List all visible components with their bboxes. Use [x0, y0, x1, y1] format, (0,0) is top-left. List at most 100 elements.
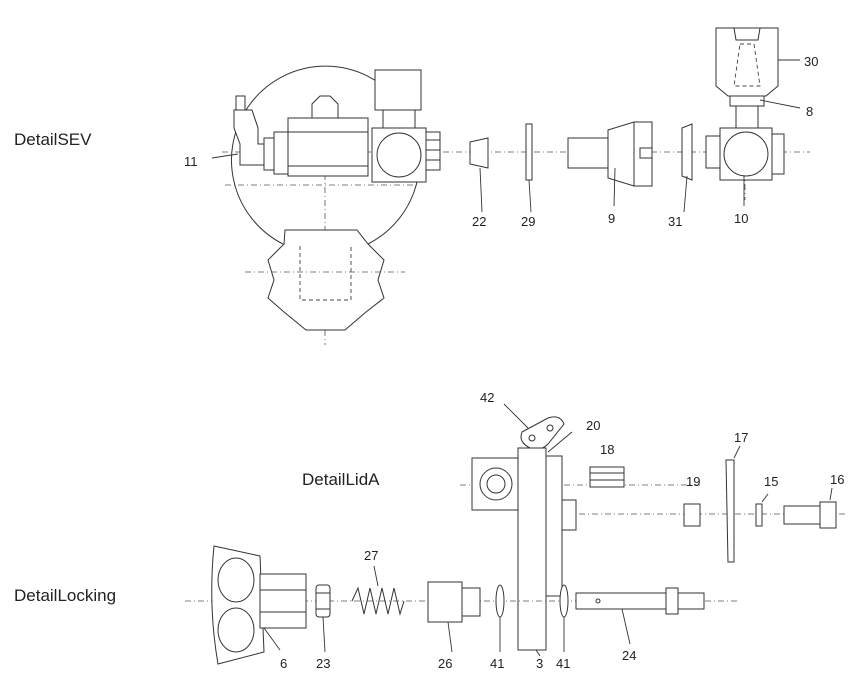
part-19 — [683, 503, 701, 527]
part-6-lobe-bottom — [217, 607, 255, 653]
part-22 — [469, 137, 489, 169]
part-24-collar — [665, 587, 679, 615]
label-part-24: 24 — [622, 648, 636, 663]
label-part-16: 16 — [830, 472, 844, 487]
flange-arc — [231, 65, 420, 245]
leader-23 — [322, 616, 326, 653]
leader-42 — [503, 403, 529, 429]
label-part-22: 22 — [472, 214, 486, 229]
detail-lid-group: 42 20 3 18 19 17 15 — [460, 390, 845, 671]
part-18 — [589, 466, 625, 488]
label-part-30: 30 — [804, 54, 818, 69]
leader-26 — [447, 621, 453, 653]
leader-8 — [759, 99, 801, 109]
part-24-shaft — [575, 592, 667, 610]
leader-22 — [479, 167, 483, 213]
leader-16 — [829, 487, 833, 501]
part-11-fitting — [233, 109, 265, 166]
label-part-23: 23 — [316, 656, 330, 671]
part-24-end — [677, 592, 705, 610]
part-41-left — [495, 584, 505, 618]
label-part-3: 3 — [536, 656, 543, 671]
part-10-circle — [723, 131, 769, 177]
label-part-41-left: 41 — [490, 656, 504, 671]
part-41-right — [559, 584, 569, 618]
leader-27 — [373, 565, 379, 587]
part-23 — [315, 584, 331, 618]
sev-cube-circle — [376, 132, 422, 178]
label-part-27: 27 — [364, 548, 378, 563]
leader-24 — [621, 608, 631, 645]
label-part-31: 31 — [668, 214, 682, 229]
part-8-flange — [729, 95, 765, 107]
part-3-bar — [517, 447, 547, 651]
solenoid-neck — [382, 109, 416, 129]
part-24-hole — [595, 598, 601, 604]
leader-20 — [547, 431, 573, 453]
part-8-body — [735, 105, 759, 129]
sev-nut-left — [263, 137, 275, 171]
label-part-8: 8 — [806, 104, 813, 119]
part-31 — [681, 123, 693, 181]
detail-sev-group: 11 22 29 9 31 — [184, 27, 818, 345]
part-10-right-nut — [771, 133, 785, 175]
part-16-head — [819, 501, 837, 529]
leader-6 — [263, 627, 281, 651]
lid-block-inner-circle — [486, 474, 506, 494]
label-part-42: 42 — [480, 390, 494, 405]
part-26-nose — [461, 587, 481, 617]
sev-main-body — [287, 117, 369, 177]
sev-collar-left — [273, 131, 289, 175]
part-26-body — [427, 581, 463, 623]
part-10-cube — [719, 127, 773, 181]
section-label-detail-sev: DetailSEV — [14, 130, 92, 149]
leader-29 — [528, 179, 532, 213]
solenoid-head — [374, 69, 422, 111]
part-6-hub — [259, 573, 307, 629]
label-part-19: 19 — [686, 474, 700, 489]
label-part-41-right: 41 — [556, 656, 570, 671]
label-part-10: 10 — [734, 211, 748, 226]
leader-17 — [733, 445, 741, 459]
part-6-knob — [211, 545, 265, 665]
part-3-plate — [545, 455, 563, 597]
part-10-left-nut — [705, 135, 721, 169]
leader-11 — [211, 153, 239, 159]
part-27-spring — [351, 586, 405, 616]
sev-cube — [371, 127, 427, 183]
label-part-29: 29 — [521, 214, 535, 229]
leader-15 — [761, 493, 769, 503]
sev-right-nut — [425, 131, 441, 171]
part-17 — [725, 459, 735, 563]
detail-locking-group: 6 23 27 26 41 41 24 — [185, 545, 740, 671]
label-part-6: 6 — [280, 656, 287, 671]
label-part-15: 15 — [764, 474, 778, 489]
label-part-18: 18 — [600, 442, 614, 457]
leader-31 — [683, 175, 688, 213]
part-30-inner — [733, 43, 761, 87]
part-15 — [755, 503, 763, 527]
part-30-cap — [715, 27, 779, 97]
section-label-detail-locking: DetailLocking — [14, 586, 117, 605]
part-42-hole-2 — [546, 424, 554, 432]
leader-9 — [613, 167, 616, 207]
lower-body-hidden — [299, 246, 352, 301]
part-9-slot — [639, 147, 653, 159]
sev-top-dome — [311, 95, 339, 119]
label-part-9: 9 — [608, 211, 615, 226]
label-part-11: 11 — [184, 154, 198, 169]
section-label-detail-lid-a: DetailLidA — [302, 470, 380, 489]
part-30-top-notch — [733, 27, 761, 41]
part-16-shaft — [783, 505, 821, 525]
label-part-17: 17 — [734, 430, 748, 445]
label-part-20: 20 — [586, 418, 600, 433]
part-6-lobe-top — [217, 557, 255, 603]
part-42-hole-1 — [528, 434, 536, 442]
part-29 — [525, 123, 533, 181]
lid-block-circle — [479, 467, 513, 501]
label-part-26: 26 — [438, 656, 452, 671]
lower-body — [267, 229, 385, 331]
part-3-boss — [561, 499, 577, 531]
